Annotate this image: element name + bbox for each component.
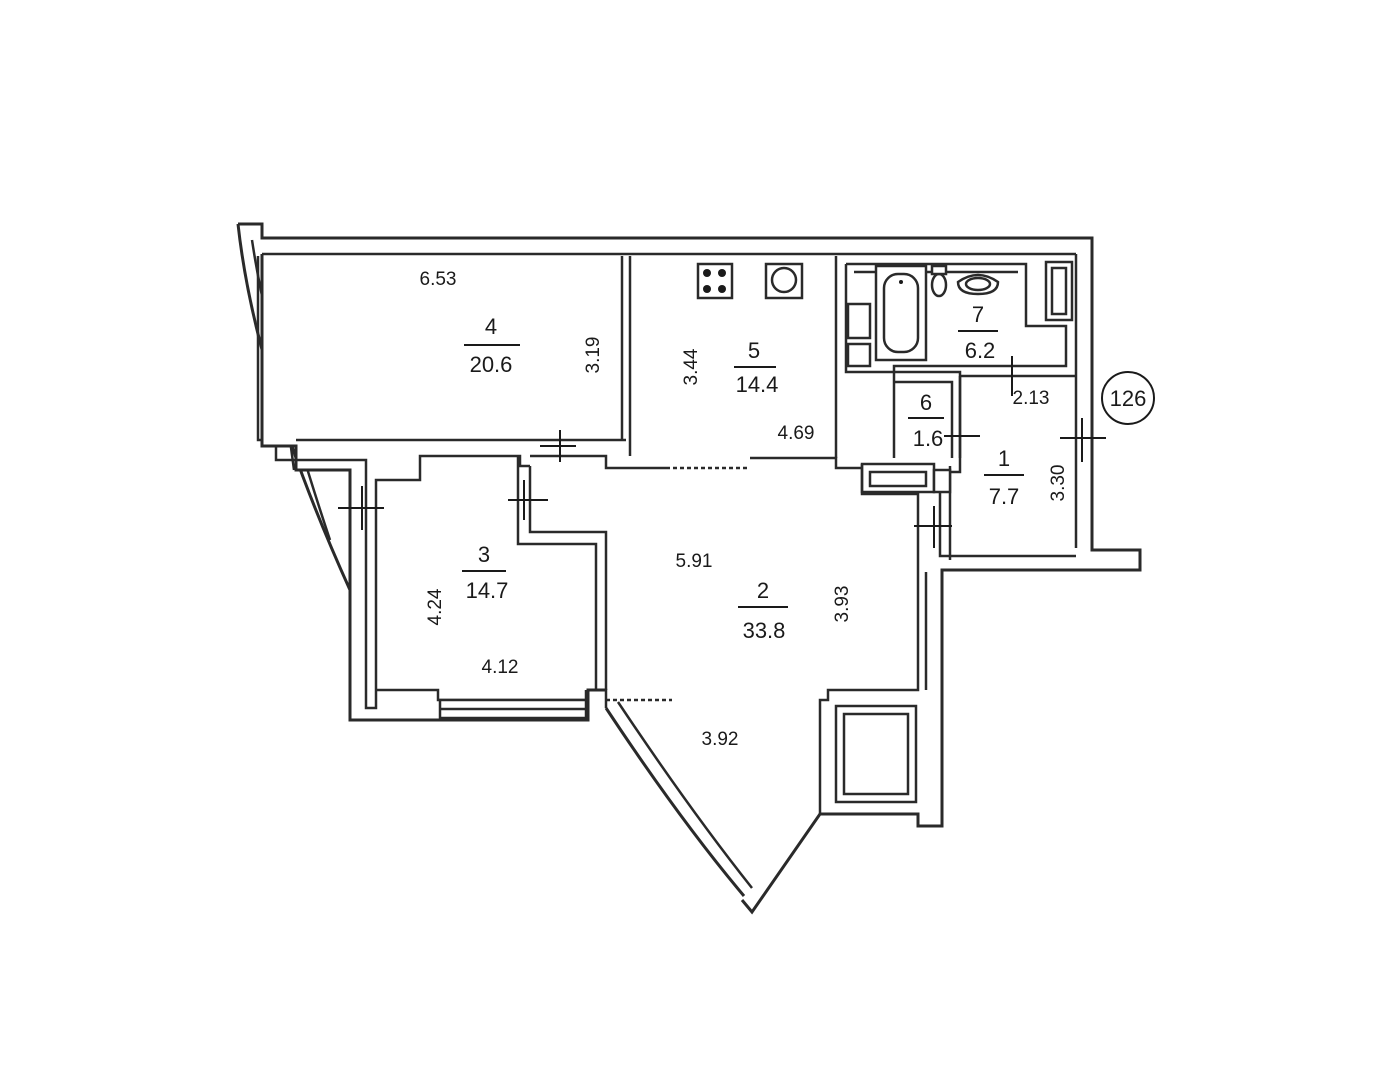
cabinet [846, 302, 872, 340]
fixtures [696, 260, 1074, 368]
room-area: 20.6 [470, 352, 513, 377]
room-number: 4 [485, 314, 497, 339]
room-area: 1.6 [913, 426, 944, 451]
plan-id-badge: 126 [1101, 371, 1155, 425]
room-number: 5 [748, 338, 760, 363]
room-dimension: 4.12 [482, 657, 519, 678]
room-area: 7.7 [989, 484, 1020, 509]
interior-walls [260, 254, 1076, 897]
room-dimension: 5.91 [676, 551, 713, 572]
room-6: 6 1.6 [908, 390, 944, 451]
room-area: 6.2 [965, 338, 996, 363]
room-dimension: 2.13 [1013, 388, 1050, 409]
door-marks [338, 356, 1106, 548]
room-4: 4 20.6 6.53 3.19 [420, 269, 604, 377]
room-dimension: 3.30 [1048, 465, 1069, 502]
plan-id: 126 [1110, 386, 1147, 411]
room-number: 7 [972, 302, 984, 327]
bathroom-sink-icon [956, 273, 1000, 296]
room-number: 1 [998, 446, 1010, 471]
room-dimension: 4.24 [425, 588, 446, 625]
bathtub-icon [874, 264, 928, 362]
room-1: 1 7.7 2.13 3.30 [984, 388, 1069, 509]
room-area: 14.7 [466, 578, 509, 603]
kitchen-sink-icon [764, 262, 804, 300]
room-area: 14.4 [736, 372, 779, 397]
room-7: 7 6.2 [958, 302, 998, 363]
room-number: 3 [478, 542, 490, 567]
stove-icon [696, 262, 734, 300]
room-5: 5 14.4 3.44 4.69 [681, 338, 814, 444]
toilet-icon [930, 264, 948, 298]
room-dimension: 3.92 [702, 729, 739, 750]
room-number: 6 [920, 390, 932, 415]
room-dimension: 4.69 [778, 423, 815, 444]
cabinet [846, 342, 872, 368]
room-2: 2 33.8 5.91 3.93 3.92 [676, 551, 853, 750]
room-dimension: 6.53 [420, 269, 457, 290]
room-dimension: 3.93 [832, 586, 853, 623]
room-area: 33.8 [743, 618, 786, 643]
room-number: 2 [757, 578, 769, 603]
room-3: 3 14.7 4.24 4.12 [425, 542, 518, 678]
room-dimension: 3.44 [681, 348, 702, 385]
room-dimension: 3.19 [583, 337, 604, 374]
